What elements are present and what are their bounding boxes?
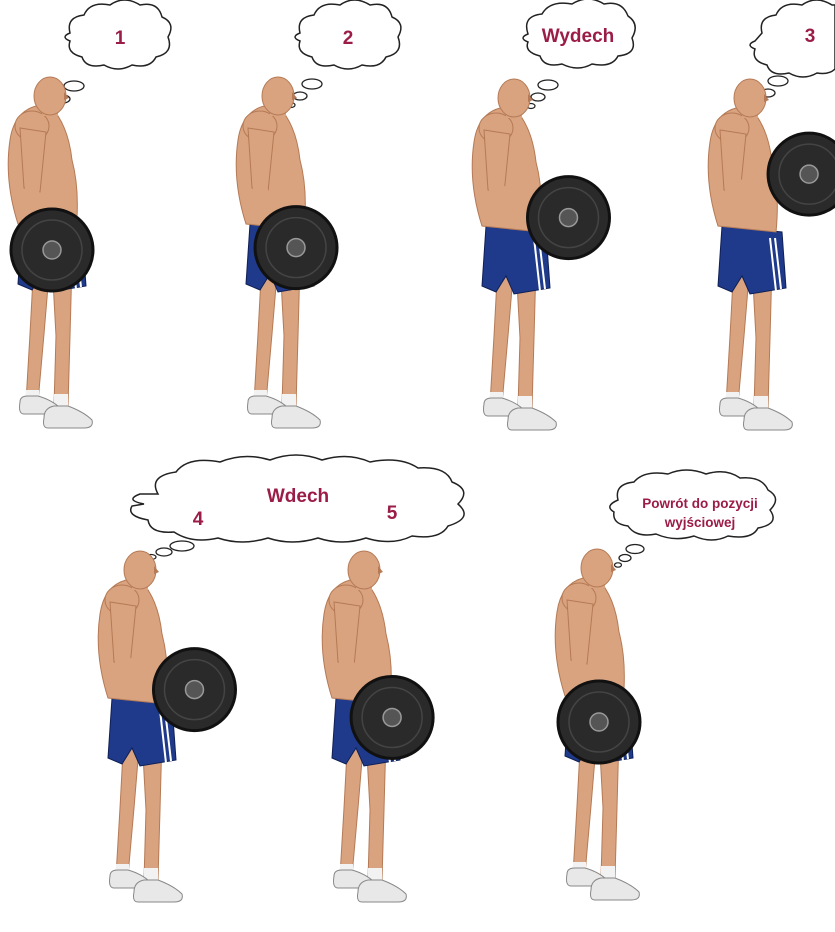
- head: [581, 549, 613, 587]
- head: [124, 551, 156, 589]
- nose: [154, 566, 159, 574]
- head: [34, 77, 66, 115]
- shoe-front: [591, 878, 640, 900]
- barbell-hub: [383, 708, 401, 726]
- bubble-label-1: 1: [115, 28, 126, 49]
- barbell-hub: [185, 681, 203, 699]
- shoe-front: [358, 880, 407, 902]
- barbell-hub: [43, 241, 61, 259]
- lifter-figure-step-1: [8, 77, 93, 428]
- bubble-label-4: 4: [193, 509, 204, 530]
- barbell-hub: [559, 209, 577, 227]
- shoe-front: [272, 406, 321, 428]
- head: [734, 79, 766, 117]
- shoe-front: [134, 880, 183, 902]
- thought-bubble-1: 1: [51, 0, 171, 112]
- thought-bubble-exhale: Wydech: [523, 0, 635, 109]
- shoe-front: [44, 406, 93, 428]
- nose: [378, 566, 383, 574]
- barbell-hub: [287, 239, 305, 257]
- lifter-figure-step-4: [708, 79, 835, 430]
- lifter-figure-step-7: [555, 549, 640, 900]
- bubble-label-5: 5: [387, 503, 398, 524]
- bubble-label-return-line1: Powrót do pozycji: [642, 496, 758, 511]
- barbell-hub: [590, 713, 608, 731]
- thought-bubble-inhale: Wdech 4 5: [131, 455, 464, 560]
- head: [498, 79, 530, 117]
- lifter-figure-step-6: [322, 551, 433, 902]
- bubble-label-return-line2: wyjściowej: [664, 515, 736, 530]
- head: [348, 551, 380, 589]
- shoe-front: [744, 408, 793, 430]
- lifter-figure-step-2: [236, 77, 337, 428]
- barbell-hub: [800, 165, 818, 183]
- thought-bubble-return: Powrót do pozycji wyjściowej: [610, 470, 776, 567]
- shoe-front: [508, 408, 557, 430]
- head: [262, 77, 294, 115]
- bubble-label-2: 2: [343, 28, 354, 49]
- lifter-figure-step-5: [98, 551, 235, 902]
- bubble-label-inhale: Wdech: [267, 486, 329, 507]
- lifter-figure-step-3: [472, 79, 609, 430]
- bubble-label-exhale: Wydech: [542, 26, 615, 47]
- thought-bubble-2: 2: [287, 0, 401, 108]
- bubble-label-3: 3: [805, 26, 816, 47]
